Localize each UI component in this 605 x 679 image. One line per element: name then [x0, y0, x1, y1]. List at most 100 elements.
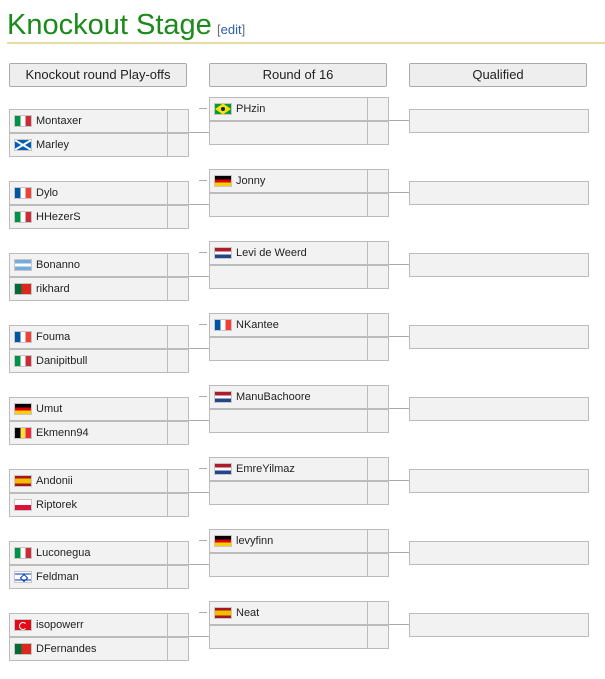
qualified-slot[interactable] [409, 253, 589, 277]
qualified-slot[interactable] [409, 397, 589, 421]
connector-line [389, 264, 409, 265]
round-of-16-seed[interactable]: Levi de Weerd [209, 241, 389, 265]
qualified-slot[interactable] [409, 325, 589, 349]
score-cell [167, 109, 188, 133]
edit-link[interactable]: edit [220, 22, 242, 37]
connector-line [189, 420, 209, 421]
bye-line [199, 180, 207, 181]
player-name: PHzin [236, 103, 266, 115]
playoff-team-bottom[interactable]: DFernandes [9, 637, 189, 661]
playoff-team-top[interactable]: Bonanno [9, 253, 189, 277]
score-cell [167, 133, 188, 157]
score-cell [367, 121, 388, 145]
playoff-team-bottom[interactable]: Marley [9, 133, 189, 157]
qualified-slot[interactable] [409, 469, 589, 493]
score-cell [167, 541, 188, 565]
score-cell [167, 637, 188, 661]
round-of-16-slot[interactable] [209, 337, 389, 361]
column-header-qualified: Qualified [409, 63, 587, 87]
connector-line [189, 276, 209, 277]
player-name: Montaxer [36, 115, 82, 127]
round-of-16-slot[interactable] [209, 409, 389, 433]
playoff-team-top[interactable]: isopowerr [9, 613, 189, 637]
score-cell [367, 529, 388, 553]
belgium-flag [14, 427, 32, 439]
round-of-16-seed[interactable]: Jonny [209, 169, 389, 193]
player-name: levyfinn [236, 535, 274, 547]
france-flag [14, 331, 32, 343]
connector-line [389, 480, 409, 481]
score-cell [167, 325, 188, 349]
round-of-16-seed[interactable]: PHzin [209, 97, 389, 121]
page-title: Knockout Stage [7, 9, 212, 41]
round-of-16-slot[interactable] [209, 121, 389, 145]
round-of-16-seed[interactable]: Neat [209, 601, 389, 625]
player-name: Bonanno [36, 259, 81, 271]
playoff-team-bottom[interactable]: rikhard [9, 277, 189, 301]
qualified-slot[interactable] [409, 181, 589, 205]
qualified-slot[interactable] [409, 541, 589, 565]
qualified-slot[interactable] [409, 613, 589, 637]
connector-line [389, 552, 409, 553]
playoff-team-top[interactable]: Dylo [9, 181, 189, 205]
netherlands-flag [214, 391, 232, 403]
score-cell [367, 385, 388, 409]
germany-flag [214, 535, 232, 547]
player-name: rikhard [36, 283, 70, 295]
score-cell [367, 553, 388, 577]
playoff-team-bottom[interactable]: Ekmenn94 [9, 421, 189, 445]
portugal-flag [14, 643, 32, 655]
score-cell [367, 97, 388, 121]
round-of-16-slot[interactable] [209, 481, 389, 505]
netherlands-flag [214, 463, 232, 475]
bye-line [199, 540, 207, 541]
playoff-team-bottom[interactable]: Riptorek [9, 493, 189, 517]
playoff-team-bottom[interactable]: HHezerS [9, 205, 189, 229]
playoff-team-top[interactable]: Montaxer [9, 109, 189, 133]
round-of-16-seed[interactable]: ManuBachoore [209, 385, 389, 409]
round-of-16-slot[interactable] [209, 193, 389, 217]
player-name: Riptorek [36, 499, 77, 511]
connector-line [189, 492, 209, 493]
round-of-16-seed[interactable]: NKantee [209, 313, 389, 337]
score-cell [367, 601, 388, 625]
player-name: Fouma [36, 331, 71, 343]
score-cell [167, 253, 188, 277]
score-cell [167, 493, 188, 517]
round-of-16-seed[interactable]: levyfinn [209, 529, 389, 553]
connector-line [389, 408, 409, 409]
connector-line [189, 348, 209, 349]
column-header-round-of-16: Round of 16 [209, 63, 387, 87]
player-name: Neat [236, 607, 260, 619]
score-cell [167, 565, 188, 589]
playoff-team-top[interactable]: Andonii [9, 469, 189, 493]
playoff-team-top[interactable]: Luconegua [9, 541, 189, 565]
connector-line [389, 624, 409, 625]
player-name: Ekmenn94 [36, 427, 89, 439]
italy-flag [14, 115, 32, 127]
israel-flag [14, 571, 32, 583]
score-cell [367, 337, 388, 361]
player-name: DFernandes [36, 643, 97, 655]
playoff-team-top[interactable]: Fouma [9, 325, 189, 349]
player-name: isopowerr [36, 619, 84, 631]
score-cell [167, 277, 188, 301]
france-flag [214, 319, 232, 331]
connector-line [189, 204, 209, 205]
score-cell [167, 613, 188, 637]
connector-line [389, 192, 409, 193]
playoff-team-bottom[interactable]: Feldman [9, 565, 189, 589]
connector-line [389, 120, 409, 121]
bye-line [199, 396, 207, 397]
playoff-team-bottom[interactable]: Danipitbull [9, 349, 189, 373]
round-of-16-slot[interactable] [209, 625, 389, 649]
round-of-16-slot[interactable] [209, 553, 389, 577]
playoff-team-top[interactable]: Umut [9, 397, 189, 421]
round-of-16-slot[interactable] [209, 265, 389, 289]
qualified-slot[interactable] [409, 109, 589, 133]
italy-flag [14, 355, 32, 367]
round-of-16-seed[interactable]: EmreYilmaz [209, 457, 389, 481]
poland-flag [14, 499, 32, 511]
portugal-flag [14, 283, 32, 295]
player-name: NKantee [236, 319, 279, 331]
